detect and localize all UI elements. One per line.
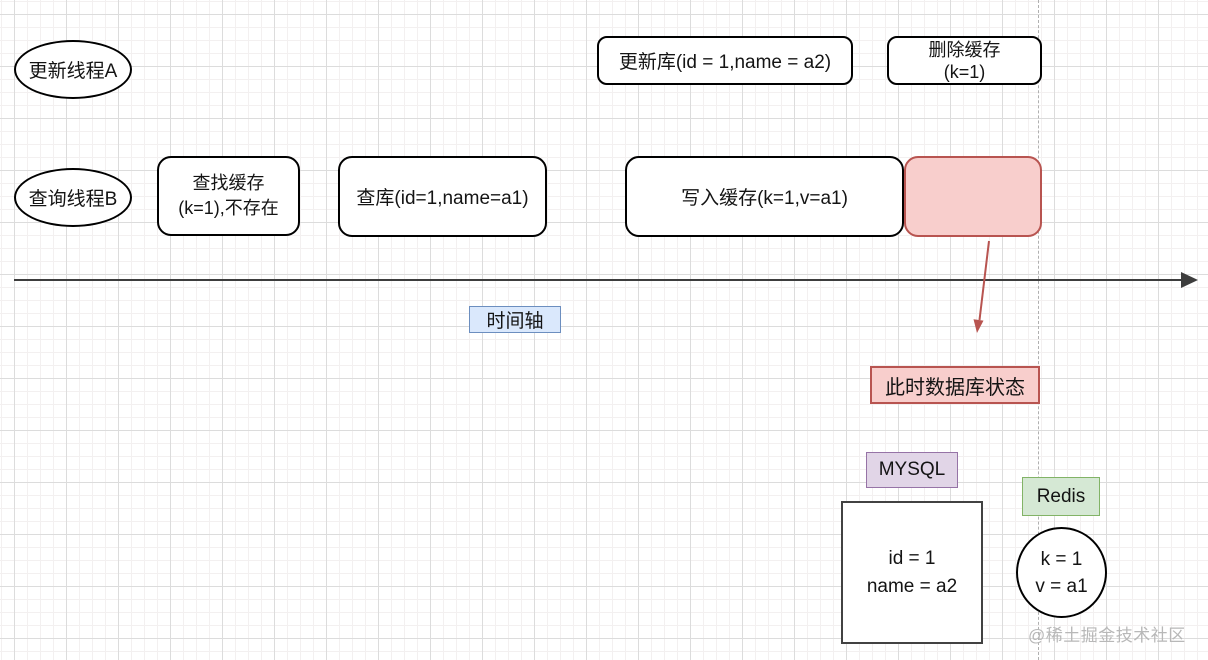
redis-state-circle: k = 1 v = a1 <box>1016 527 1107 618</box>
delete-cache-box: 删除缓存 (k=1) <box>887 36 1042 85</box>
write-cache-box: 写入缓存(k=1,v=a1) <box>625 156 904 237</box>
delete-cache-label-line2: (k=1) <box>943 61 986 82</box>
db-state-arrow <box>973 240 990 333</box>
thread-a-label: 更新线程A <box>28 61 118 82</box>
query-db-label: 查库(id=1,name=a1) <box>356 188 529 209</box>
query-db-box: 查库(id=1,name=a1) <box>338 156 547 237</box>
timeline-axis <box>14 279 1186 281</box>
redis-state-line2: v = a1 <box>1035 575 1088 597</box>
timeline-label-text: 时间轴 <box>486 311 544 332</box>
write-cache-label: 写入缓存(k=1,v=a1) <box>681 188 848 209</box>
redis-state-line1: k = 1 <box>1040 548 1083 570</box>
mysql-label-text: MYSQL <box>878 459 946 480</box>
redis-label-text: Redis <box>1036 485 1086 507</box>
db-state-label: 此时数据库状态 <box>870 366 1040 404</box>
watermark: @稀土掘金技术社区 <box>1028 626 1186 645</box>
mysql-state-box: id = 1 name = a2 <box>841 501 983 644</box>
find-cache-label-line1: 查找缓存 <box>192 173 265 193</box>
delete-cache-label-line1: 删除缓存 <box>928 39 1001 60</box>
timeline-arrowhead-icon <box>1181 272 1198 288</box>
mysql-label: MYSQL <box>866 452 958 488</box>
update-db-box: 更新库(id = 1,name = a2) <box>597 36 853 85</box>
mysql-state-line1: id = 1 <box>888 547 936 569</box>
find-cache-box: 查找缓存 (k=1),不存在 <box>157 156 300 236</box>
redis-label: Redis <box>1022 477 1100 516</box>
mysql-state-line2: name = a2 <box>866 575 958 597</box>
thread-b-label: 查询线程B <box>28 189 118 210</box>
db-state-label-text: 此时数据库状态 <box>885 376 1025 399</box>
update-db-label: 更新库(id = 1,name = a2) <box>618 52 832 73</box>
timeline-label: 时间轴 <box>469 306 561 333</box>
thread-a-ellipse: 更新线程A <box>14 40 132 99</box>
pending-pink-box <box>904 156 1042 237</box>
thread-b-ellipse: 查询线程B <box>14 168 132 227</box>
dashed-divider-line <box>1038 0 1039 660</box>
find-cache-label-line2: (k=1),不存在 <box>178 198 279 218</box>
